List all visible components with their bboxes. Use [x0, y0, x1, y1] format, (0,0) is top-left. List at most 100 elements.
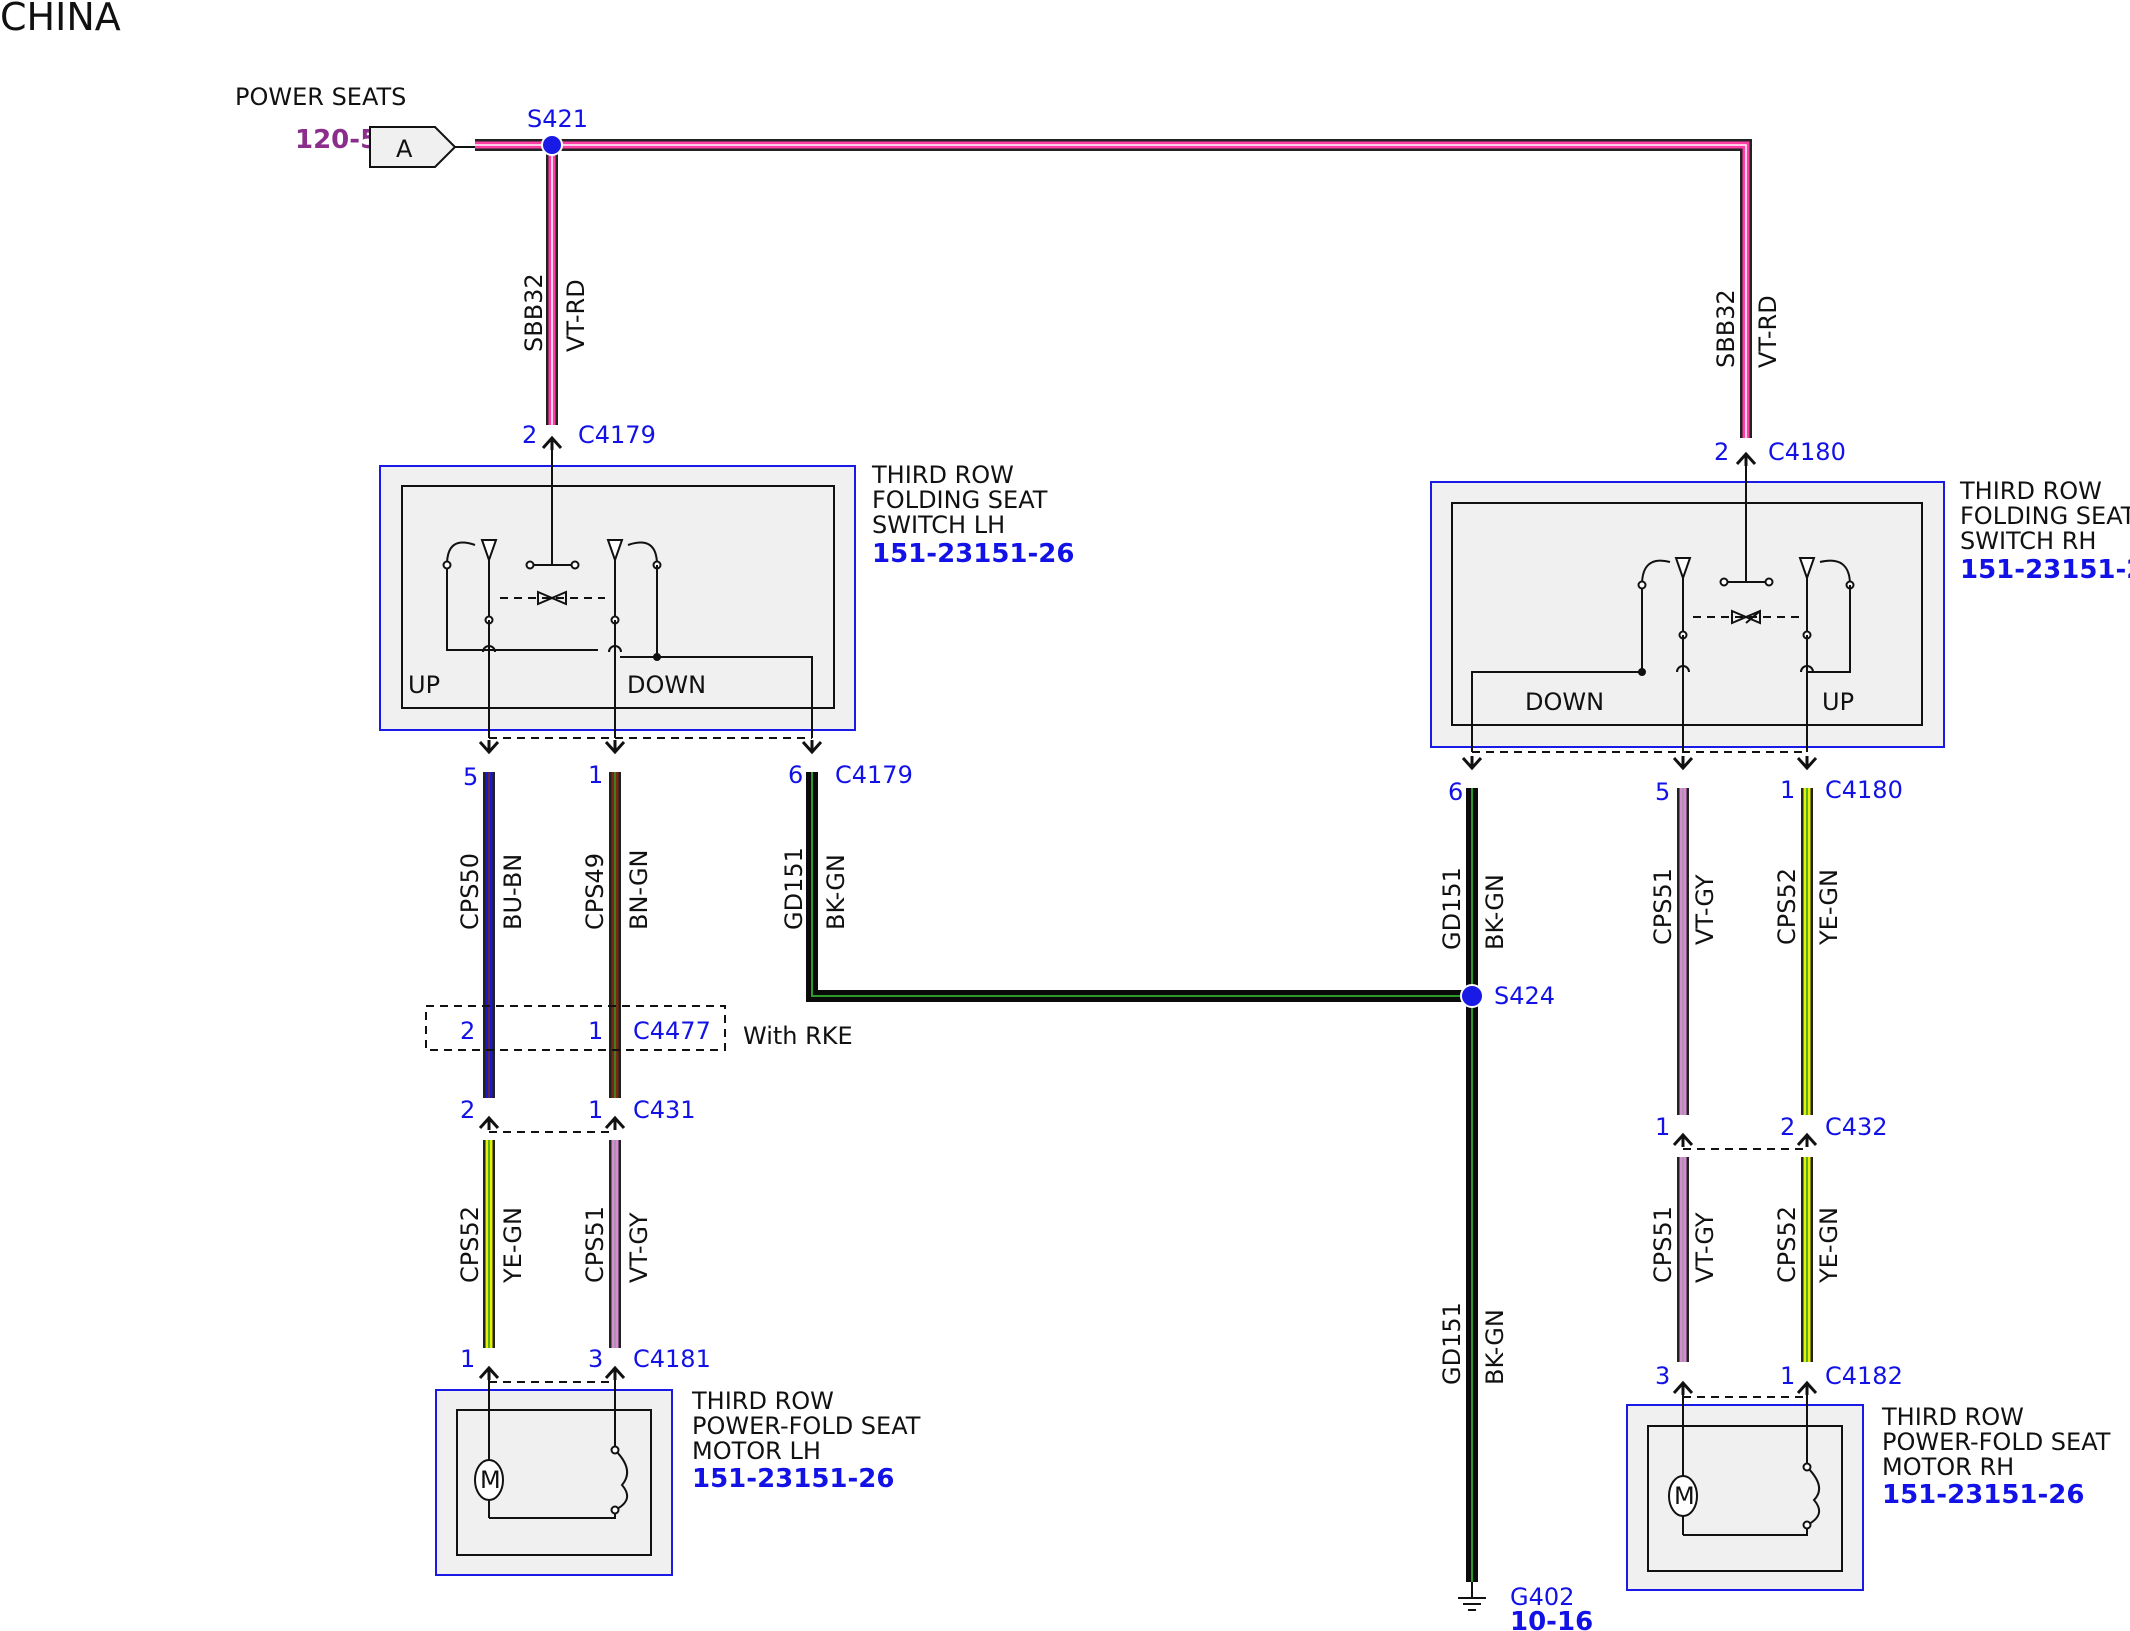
- gd151-rh-circuit: GD151: [1438, 867, 1466, 950]
- lh-motor-name-1: THIRD ROW: [691, 1387, 834, 1415]
- ground-ref[interactable]: 10-16: [1510, 1607, 1593, 1631]
- rh-switch-ref[interactable]: 151-23151-26: [1960, 555, 2130, 585]
- rh-switch-bottom-connector[interactable]: C4180: [1825, 776, 1903, 804]
- lh-switch-schematic: [442, 446, 813, 738]
- rh-power-wire-color: VT-RD: [1754, 295, 1782, 368]
- c432-pin-a-icon: [1672, 1133, 1694, 1149]
- gd151-lh-circuit: GD151: [780, 847, 808, 930]
- c4477-rke-box: [425, 1005, 726, 1051]
- splice-s424-label: S424: [1494, 982, 1555, 1010]
- rh-motor-name-1: THIRD ROW: [1881, 1403, 2024, 1431]
- lh-pin6-label: 6: [788, 761, 803, 789]
- lh-pin1-label: 1: [588, 761, 603, 789]
- power-connector-a-icon: [369, 126, 457, 168]
- c4477-pin-b: 1: [588, 1017, 603, 1045]
- lh-power-wire-color: VT-RD: [562, 279, 590, 352]
- lh-switch-component: UP DOWN: [379, 446, 856, 738]
- lh-motor-name-2: POWER-FOLD SEAT: [692, 1412, 921, 1440]
- c431-pin-b-icon: [604, 1116, 626, 1132]
- c431-pin-a-icon: [478, 1116, 500, 1132]
- ground-name: G402: [1510, 1583, 1574, 1611]
- rh-pin5-icon: [1672, 754, 1694, 770]
- gd151-ground-circuit: GD151: [1438, 1302, 1466, 1385]
- lh-pin6-icon: [801, 738, 823, 754]
- lh-switch-name-2: FOLDING SEAT: [872, 486, 1048, 514]
- wire-gd151-lh: [806, 772, 1472, 1002]
- cps52-rh-upper-color: YE-GN: [1815, 869, 1843, 946]
- gd151-rh-color: BK-GN: [1481, 874, 1509, 950]
- rh-pin1-icon: [1796, 754, 1818, 770]
- lh-switch-up-label: UP: [408, 671, 440, 699]
- lh-motor-ref[interactable]: 151-23151-26: [692, 1464, 895, 1494]
- rh-switch-name-3: SWITCH RH: [1960, 527, 2096, 555]
- lh-motor-pin-a: 1: [460, 1345, 475, 1373]
- cps51-rh-upper-color: VT-GY: [1691, 874, 1719, 945]
- gd151-ground-color: BK-GN: [1481, 1309, 1509, 1385]
- lh-motor-pin-b: 3: [588, 1345, 603, 1373]
- lh-pin5-icon: [478, 738, 500, 754]
- cps49-color: BN-GN: [625, 849, 653, 930]
- cps52-lh-circuit: CPS52: [456, 1206, 484, 1283]
- lh-motor-symbol: M: [480, 1466, 501, 1494]
- c431-label[interactable]: C431: [633, 1096, 696, 1124]
- power-source-title: POWER SEATS: [235, 83, 406, 111]
- rh-pin6-icon: [1461, 754, 1483, 770]
- rh-motor-icon: [1668, 1475, 1698, 1517]
- cps50-circuit: CPS50: [456, 853, 484, 930]
- rh-switch-top-pin: 2: [1714, 438, 1729, 466]
- c4477-label[interactable]: C4477: [633, 1017, 711, 1045]
- cps51-rh-lower-circuit: CPS51: [1649, 1206, 1677, 1283]
- c431-pin-a: 2: [460, 1096, 475, 1124]
- lh-motor-name-3: MOTOR LH: [692, 1437, 821, 1465]
- lh-switch-top-pin: 2: [522, 421, 537, 449]
- lh-pin1-icon: [604, 738, 626, 754]
- with-rke-label: With RKE: [743, 1022, 853, 1050]
- rh-switch-name-1: THIRD ROW: [1959, 477, 2102, 505]
- power-connector-letter: A: [396, 135, 413, 163]
- lh-motor-component: M: [435, 1376, 673, 1576]
- c432-pin-b: 2: [1780, 1113, 1795, 1141]
- rh-motor-component: M: [1626, 1391, 1864, 1591]
- cps51-rh-lower-color: VT-GY: [1691, 1212, 1719, 1283]
- power-source-ref[interactable]: 120-5: [295, 125, 378, 155]
- rh-motor-pin-b: 1: [1780, 1362, 1795, 1390]
- rh-motor-ref[interactable]: 151-23151-26: [1882, 1480, 2085, 1510]
- cps52-rh-lower-color: YE-GN: [1815, 1207, 1843, 1284]
- rh-motor-symbol: M: [1674, 1482, 1695, 1510]
- rh-switch-component: DOWN UP: [1430, 462, 1945, 752]
- region-label: CHINA: [0, 0, 121, 39]
- c432-pin-b-icon: [1796, 1133, 1818, 1149]
- rh-motor-pin-a: 3: [1655, 1362, 1670, 1390]
- gd151-lh-color: BK-GN: [822, 854, 850, 930]
- lh-switch-name-1: THIRD ROW: [871, 461, 1014, 489]
- rh-motor-connector[interactable]: C4182: [1825, 1362, 1903, 1390]
- cps49-circuit: CPS49: [581, 853, 609, 930]
- rh-power-wire-circuit: SBB32: [1712, 289, 1740, 368]
- splice-s421-dot: [541, 134, 563, 156]
- rh-motor-name-2: POWER-FOLD SEAT: [1882, 1428, 2111, 1456]
- cps51-lh-circuit: CPS51: [581, 1206, 609, 1283]
- lh-switch-ref[interactable]: 151-23151-26: [872, 539, 1075, 569]
- cps52-lh-color: YE-GN: [499, 1207, 527, 1284]
- lh-switch-down-label: DOWN: [627, 671, 706, 699]
- lh-motor-connector[interactable]: C4181: [633, 1345, 711, 1373]
- c4477-pin-a: 2: [460, 1017, 475, 1045]
- c432-label[interactable]: C432: [1825, 1113, 1888, 1141]
- lh-pin5-label: 5: [463, 763, 478, 791]
- rh-switch-down-label: DOWN: [1525, 688, 1604, 716]
- rh-switch-up-label: UP: [1822, 688, 1854, 716]
- lh-switch-top-connector[interactable]: C4179: [578, 421, 656, 449]
- ground-icon: [1458, 1582, 1486, 1611]
- rh-switch-top-connector[interactable]: C4180: [1768, 438, 1846, 466]
- rh-pin5-label: 5: [1655, 778, 1670, 806]
- rh-pin6-label: 6: [1448, 778, 1463, 806]
- rh-pin1-label: 1: [1780, 776, 1795, 804]
- lh-motor-icon: [474, 1459, 504, 1501]
- rh-motor-name-3: MOTOR RH: [1882, 1453, 2014, 1481]
- c431-pin-b: 1: [588, 1096, 603, 1124]
- cps51-rh-upper-circuit: CPS51: [1649, 868, 1677, 945]
- lh-switch-bottom-connector[interactable]: C4179: [835, 761, 913, 789]
- wire-sbb32: [475, 139, 1752, 438]
- splice-s421-label: S421: [527, 105, 588, 133]
